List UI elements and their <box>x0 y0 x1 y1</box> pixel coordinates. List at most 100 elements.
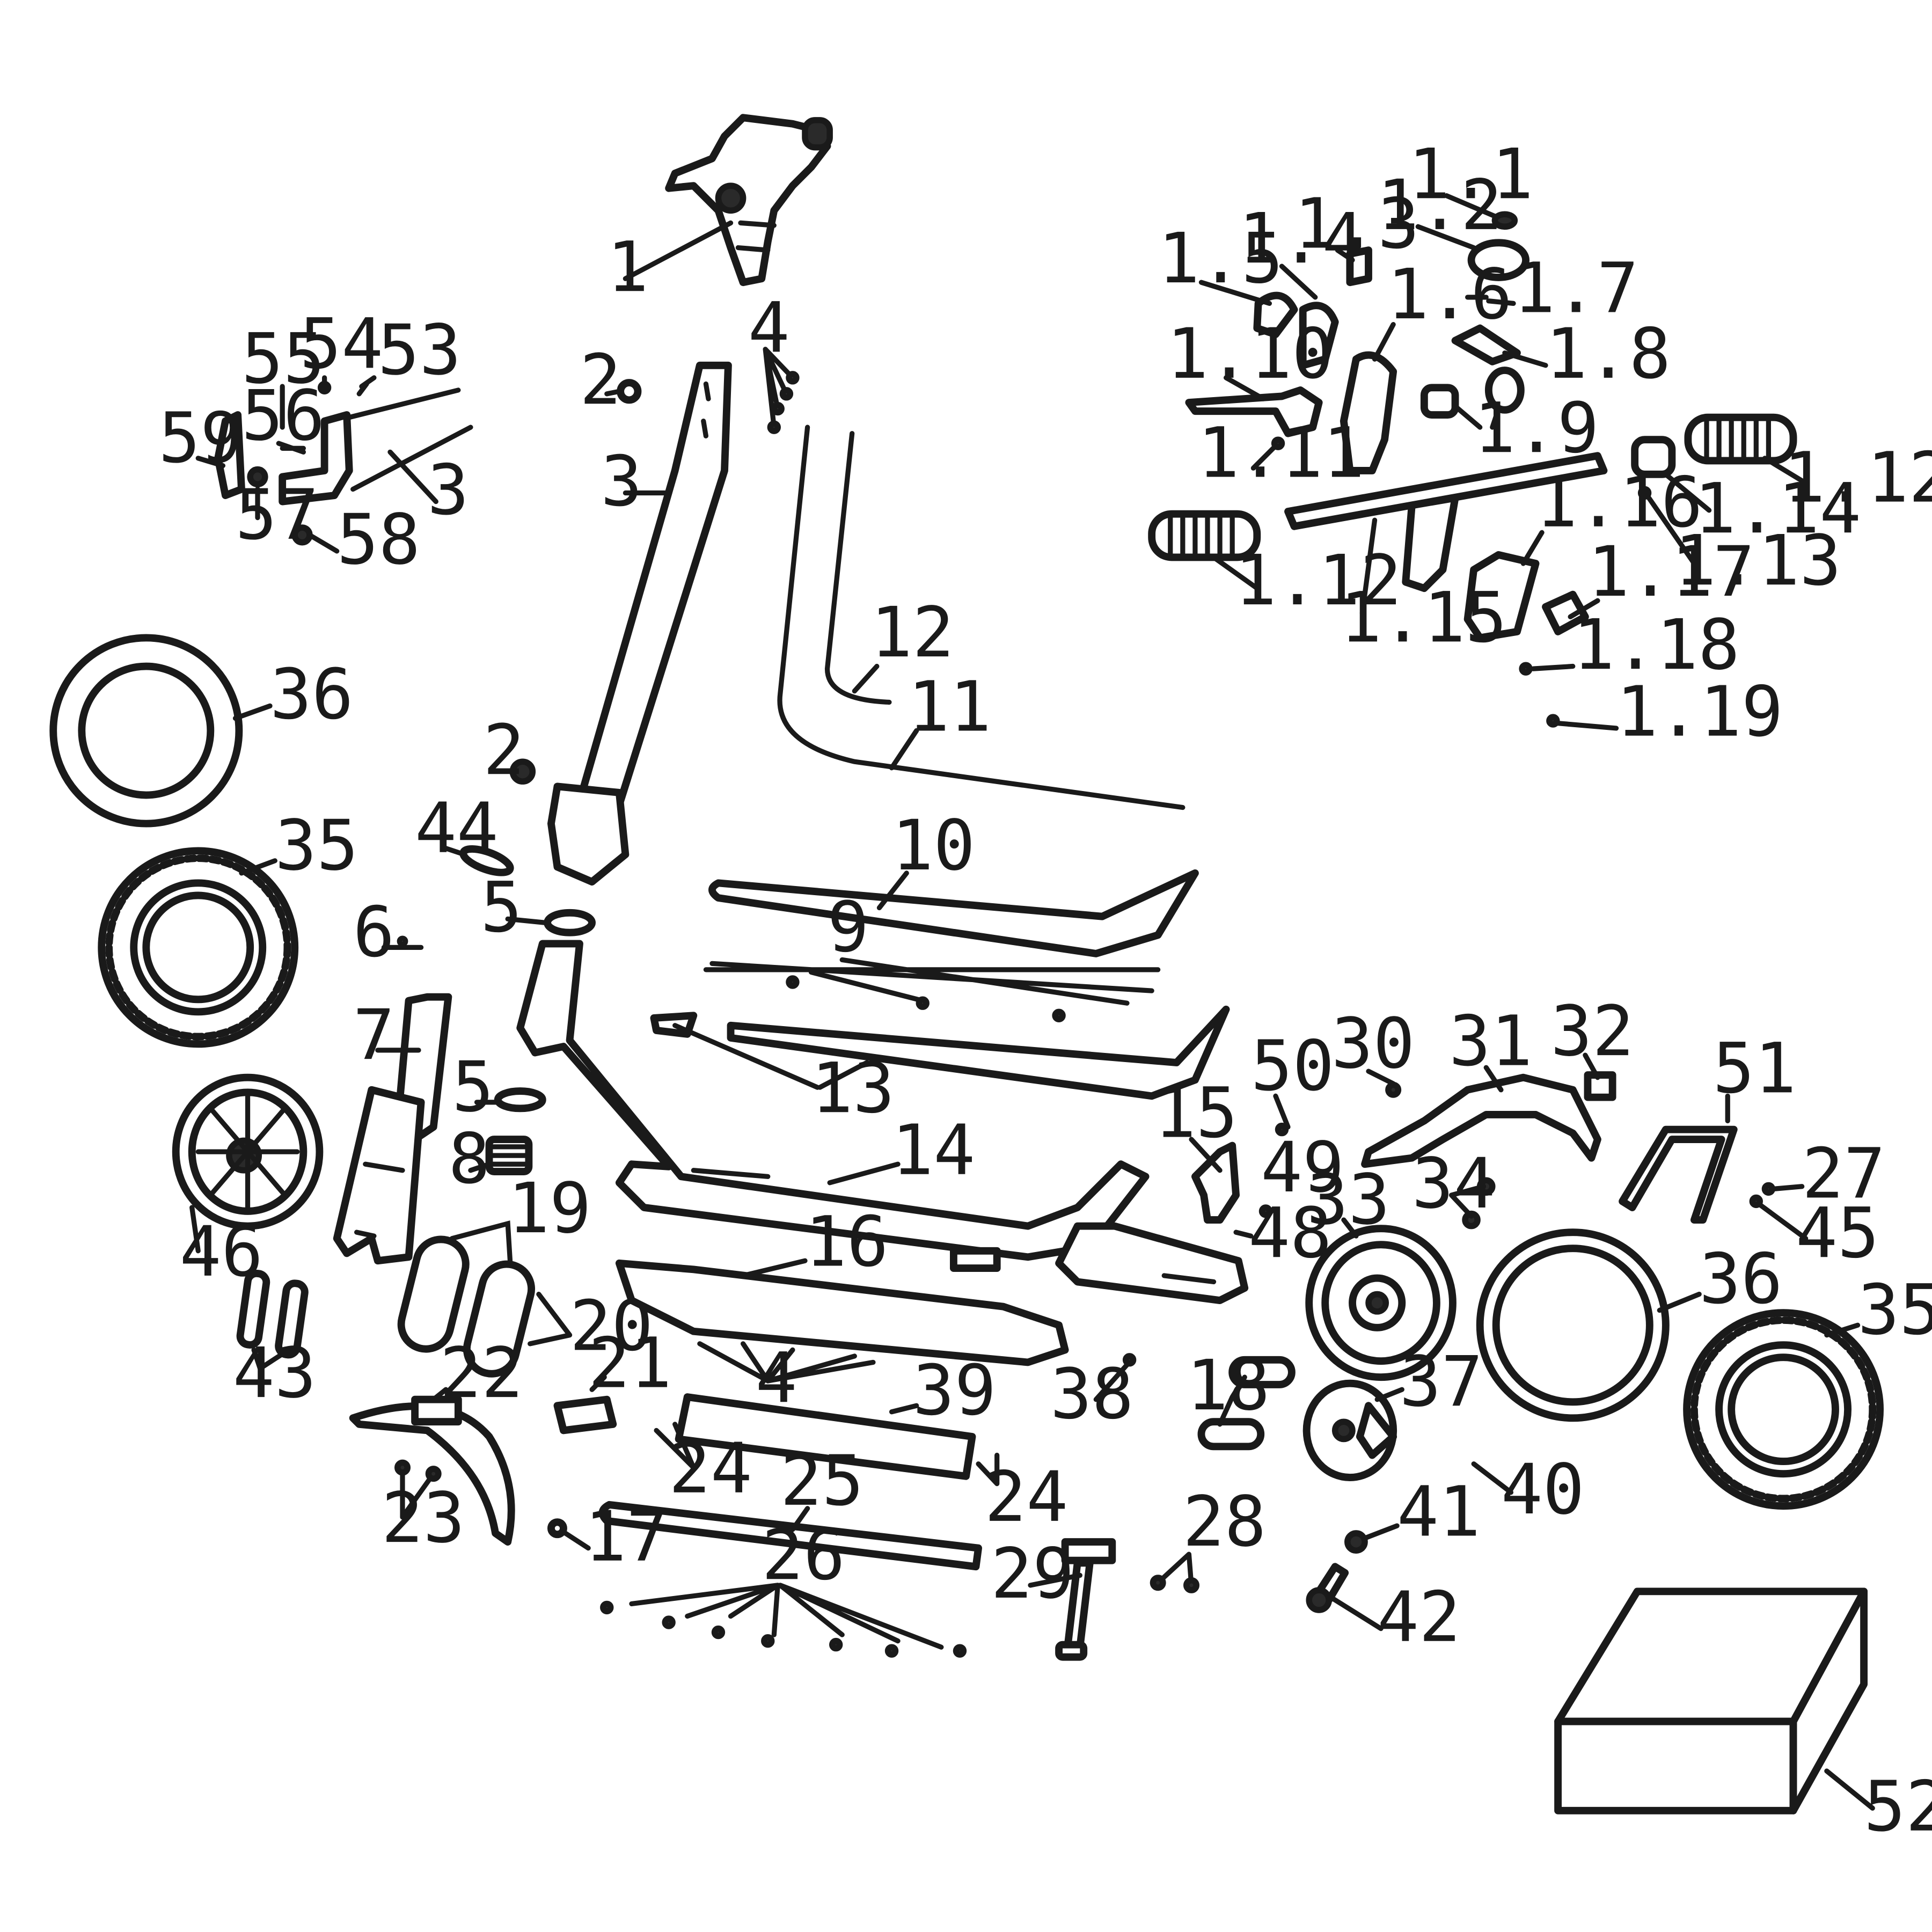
part-38-screw <box>1122 1353 1137 1367</box>
handlebar-exploded-detail <box>1148 211 1797 728</box>
label-24-right: 24 <box>985 1457 1069 1538</box>
part-6-pin <box>397 935 408 947</box>
label-51: 51 <box>1713 1028 1797 1109</box>
label-1-12-left: 1.12 <box>1235 540 1402 621</box>
part-26-screws <box>600 1583 967 1658</box>
label-17: 17 <box>584 1497 668 1577</box>
label-25: 25 <box>780 1441 864 1521</box>
label-4-top: 4 <box>748 288 790 368</box>
label-1-19: 1.19 <box>1616 672 1783 752</box>
label-3: 3 <box>601 442 642 522</box>
label-7: 7 <box>353 995 395 1075</box>
label-29: 29 <box>991 1534 1074 1614</box>
label-31: 31 <box>1449 1001 1533 1082</box>
label-22: 22 <box>440 1333 523 1414</box>
part-51-rear-bracket <box>1619 1125 1738 1224</box>
label-45: 45 <box>1796 1193 1879 1274</box>
label-5-top: 5 <box>480 867 522 948</box>
label-16: 16 <box>805 1202 889 1282</box>
part-25-bottom-cover <box>598 1501 982 1571</box>
label-43: 43 <box>233 1333 317 1414</box>
label-1-4: 1.4 <box>1239 199 1364 279</box>
label-18: 18 <box>1187 1345 1270 1426</box>
label-1-3: 1.3 <box>1294 184 1419 265</box>
label-14: 14 <box>892 1110 976 1191</box>
part-41-nut <box>1344 1530 1368 1554</box>
part-16-battery-box <box>615 1259 1069 1366</box>
label-1-12-right: 1.12 <box>1783 438 1932 518</box>
part-12-cable <box>824 431 892 705</box>
label-1-1: 1.1 <box>1408 134 1533 215</box>
label-1-8: 1.8 <box>1546 314 1671 394</box>
label-10: 10 <box>892 806 976 886</box>
label-57: 57 <box>235 475 319 555</box>
part-4-screws-top <box>763 347 800 434</box>
label-34: 34 <box>1412 1144 1496 1224</box>
part-50-screw <box>1275 1122 1289 1137</box>
label-44: 44 <box>415 788 499 869</box>
label-9: 9 <box>828 887 869 968</box>
label-36-right: 36 <box>1699 1239 1783 1320</box>
label-54: 54 <box>299 304 383 384</box>
part-15-bracket <box>1191 1141 1240 1224</box>
label-1-11: 1.11 <box>1198 413 1365 493</box>
label-13: 13 <box>811 1048 895 1129</box>
label-40: 40 <box>1501 1450 1585 1530</box>
label-41: 41 <box>1397 1472 1481 1553</box>
label-1: 1 <box>607 227 649 308</box>
label-38: 38 <box>1050 1354 1134 1435</box>
part-19-covers <box>397 1235 536 1378</box>
part-17-nut <box>547 1518 567 1539</box>
label-12: 12 <box>870 592 954 673</box>
label-15: 15 <box>1154 1073 1238 1153</box>
part-35-tyre-left <box>98 847 299 1048</box>
part-3-stem-tube <box>547 361 732 885</box>
label-33: 33 <box>1307 1160 1391 1240</box>
part-7-front-fork <box>333 993 452 1265</box>
label-1-9: 1.9 <box>1474 388 1599 469</box>
label-19: 19 <box>508 1168 591 1249</box>
label-2-bottom: 2 <box>483 710 525 791</box>
part-49-screw <box>1258 1204 1273 1218</box>
part-21-block <box>553 1395 617 1435</box>
label-24-left: 24 <box>669 1429 752 1509</box>
part-35-tyre-right <box>1683 1309 1884 1510</box>
label-32: 32 <box>1550 991 1634 1072</box>
label-59: 59 <box>158 398 242 479</box>
label-1-6: 1.6 <box>1387 254 1512 335</box>
label-35-right: 35 <box>1858 1270 1932 1350</box>
label-2-top: 2 <box>580 340 621 420</box>
part-2-bushing-top <box>617 379 642 404</box>
part-9-screws <box>703 957 1161 1022</box>
label-42: 42 <box>1377 1577 1461 1658</box>
label-1-7: 1.7 <box>1513 248 1638 329</box>
label-1-16: 1.16 <box>1536 463 1703 543</box>
label-53: 53 <box>378 310 462 391</box>
part-5-bearing-bottom <box>494 1087 546 1113</box>
label-39: 39 <box>913 1350 997 1431</box>
part-46-front-hub <box>172 1073 324 1230</box>
part-32-reflector <box>1584 1071 1616 1101</box>
label-52: 52 <box>1864 1767 1932 1847</box>
label-1-17: 1.17 <box>1587 532 1754 612</box>
part-14-frame <box>516 940 1249 1304</box>
label-37: 37 <box>1400 1342 1483 1422</box>
part-29-kickstand <box>1055 1538 1116 1661</box>
label-5-bottom: 5 <box>452 1047 494 1128</box>
label-11: 11 <box>908 667 992 748</box>
label-21: 21 <box>588 1323 672 1404</box>
part-5-bearing-top <box>544 909 596 936</box>
label-1-18: 1.18 <box>1573 605 1740 685</box>
label-1-13: 1.13 <box>1674 521 1841 601</box>
label-35-left: 35 <box>275 806 358 886</box>
part-10-deck-mat <box>708 869 1199 957</box>
label-36-left: 36 <box>270 654 354 735</box>
label-50: 50 <box>1251 1026 1335 1107</box>
label-27: 27 <box>1802 1134 1886 1214</box>
part-2-bushing-bottom <box>509 758 536 785</box>
label-1-5: 1.5 <box>1158 218 1283 299</box>
label-3-detail: 3 <box>427 450 469 531</box>
label-6: 6 <box>353 892 395 973</box>
part-42-axle <box>1306 1563 1349 1613</box>
